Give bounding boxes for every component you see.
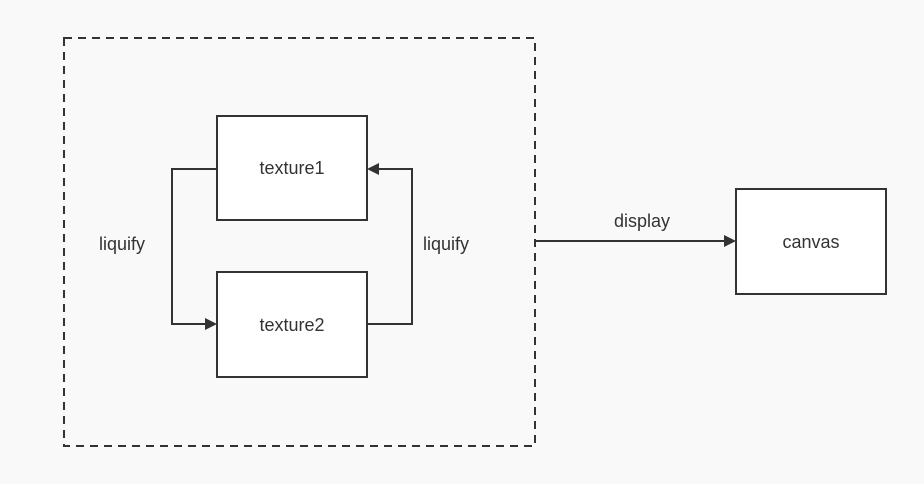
texture2-node: texture2 xyxy=(216,271,368,378)
texture1-label: texture1 xyxy=(259,158,324,178)
display-label: display xyxy=(614,211,670,231)
texture1-node: texture1 xyxy=(216,115,368,221)
canvas-node: canvas xyxy=(735,188,887,295)
canvas-label: canvas xyxy=(782,232,839,252)
liquify-label-left: liquify xyxy=(99,234,145,254)
liquify-edge-right xyxy=(367,163,413,325)
liquify-edge-left xyxy=(171,168,217,330)
liquify-label-right: liquify xyxy=(423,234,469,254)
texture2-label: texture2 xyxy=(259,315,324,335)
